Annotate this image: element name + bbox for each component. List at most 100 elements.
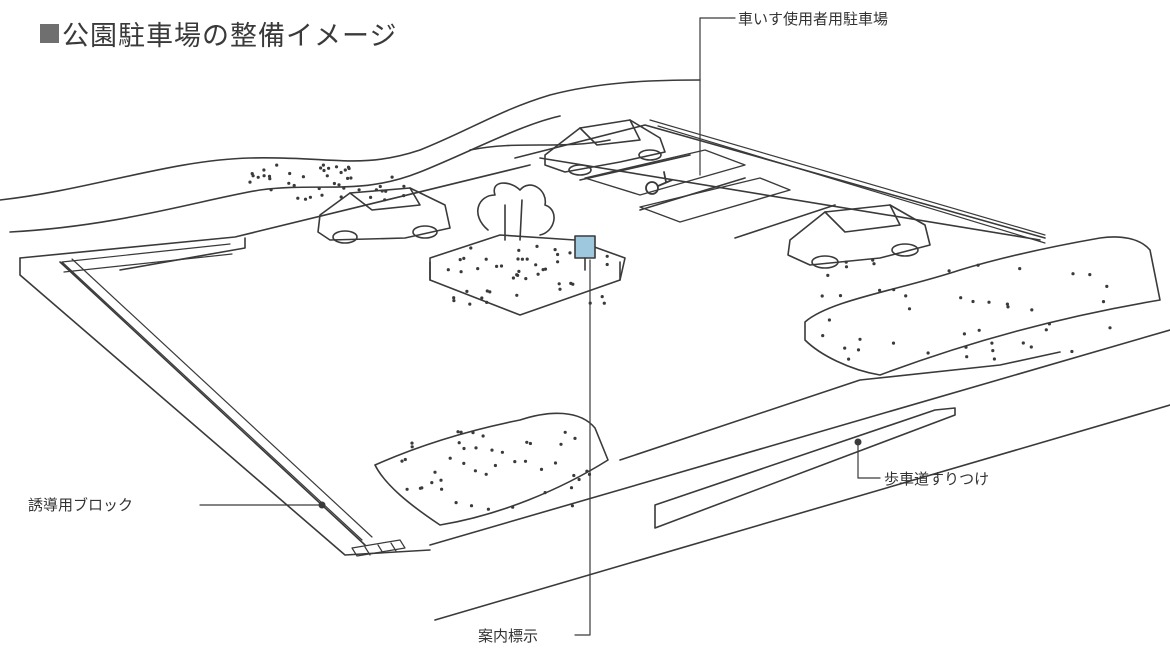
stipple-dot <box>536 272 540 276</box>
background-hill <box>0 79 701 201</box>
stipple-dot <box>476 267 480 271</box>
stipple-dot <box>400 459 404 463</box>
stipple-dot <box>1088 273 1092 277</box>
stipple-dot <box>991 349 995 353</box>
stipple-dot <box>821 334 825 338</box>
stipple-dot <box>339 170 343 175</box>
leader-dot-curb <box>854 438 862 446</box>
stipple-dot <box>892 288 896 292</box>
stipple-dot <box>556 252 560 257</box>
stipple-dot <box>287 181 291 185</box>
stipple-dot <box>446 268 450 272</box>
stipple-dot <box>288 171 292 176</box>
stipple-dot <box>374 188 378 192</box>
stipple-dot <box>402 194 406 198</box>
lot-inner-edge <box>59 261 366 546</box>
stipple-dot <box>325 174 329 178</box>
stipple-dot <box>844 260 848 264</box>
title-text: 公園駐車場の整備イメージ <box>62 21 398 52</box>
stipple-dot <box>308 195 312 199</box>
stipple-dot <box>847 357 851 361</box>
stipple-dot <box>349 176 353 180</box>
label-tactile-block: 誘導用ブロック <box>28 496 134 514</box>
stipple-dot <box>517 269 521 273</box>
stipple-dot <box>495 264 499 268</box>
stipple-dot <box>440 487 444 491</box>
stipple-dot <box>462 446 466 451</box>
stipple-dot <box>410 445 414 449</box>
stipple-dot <box>462 256 466 260</box>
lot-right-edge <box>539 157 1041 241</box>
stipple-dot <box>332 181 336 186</box>
stipple-dot <box>484 257 488 261</box>
stipple-dot <box>457 441 461 445</box>
stipple-dot <box>1018 267 1022 271</box>
stipple-dot <box>569 281 573 285</box>
stipple-dot <box>558 287 562 291</box>
stipple-dot <box>844 265 849 269</box>
car-right <box>787 204 931 269</box>
leader-dot-tactile <box>318 501 326 509</box>
stipple-dot <box>459 430 463 434</box>
stipple-dot <box>523 459 528 463</box>
stipple-dot <box>959 296 963 300</box>
right-hedge <box>804 236 1161 376</box>
stipple-dot <box>473 469 477 473</box>
stipple-dot <box>511 505 515 509</box>
hill-lower-edge <box>9 115 561 233</box>
shrub-stipple <box>248 163 1112 511</box>
stipple-dot <box>474 446 478 450</box>
label-curb-ramp: 歩車道すりつけ <box>884 470 990 488</box>
lot-front-edge <box>619 351 1061 461</box>
stipple-dot <box>410 441 414 445</box>
stipple-dot <box>605 254 609 258</box>
stipple-dot <box>267 174 272 178</box>
stipple-dot <box>484 472 488 476</box>
road-edge <box>434 404 1170 621</box>
stipple-dot <box>524 277 528 281</box>
stipple-dot <box>471 431 475 435</box>
stipple-dot <box>559 442 563 446</box>
stipple-dot <box>334 165 339 169</box>
stipple-dot <box>827 318 832 322</box>
stipple-dot <box>1105 284 1109 288</box>
stipple-dot <box>556 260 560 264</box>
stipple-dot <box>602 301 606 305</box>
tree <box>477 182 555 241</box>
stipple-dot <box>525 257 529 261</box>
stipple-dot <box>317 186 321 191</box>
stipple-dot <box>515 293 519 297</box>
stipple-dot <box>534 263 538 267</box>
stipple-dot <box>499 264 504 268</box>
stipple-dot <box>517 248 521 252</box>
stipple-dot <box>405 487 409 491</box>
stipple-dot <box>490 448 494 452</box>
stipple-dot <box>990 341 994 345</box>
lot-left-bottom-edge <box>19 257 431 556</box>
guide-sign <box>574 235 596 271</box>
stipple-dot <box>511 276 515 280</box>
leader-lines <box>199 17 881 636</box>
stipple-dot <box>891 341 896 345</box>
stipple-dot <box>1047 322 1051 326</box>
stipple-dot <box>256 175 260 179</box>
stipple-dot <box>977 328 981 332</box>
stipple-dot <box>572 473 576 478</box>
stipple-dot <box>296 196 300 200</box>
stipple-dot <box>481 434 485 438</box>
stipple-dot <box>563 430 567 434</box>
stipple-dot <box>843 346 847 350</box>
stipple-dot <box>871 258 875 262</box>
stipple-dot <box>262 168 266 172</box>
wheelchair-symbol <box>645 171 673 195</box>
stipple-dot <box>587 472 592 476</box>
stipple-dot <box>380 189 384 193</box>
stipple-dot <box>469 504 474 508</box>
stipple-dot <box>433 470 437 474</box>
stipple-dot <box>485 300 489 304</box>
stipple-dot <box>520 257 525 261</box>
stipple-dot <box>486 507 490 511</box>
stipple-dot <box>820 294 824 298</box>
leader-curb <box>857 441 881 479</box>
stipple-dot <box>600 295 604 299</box>
